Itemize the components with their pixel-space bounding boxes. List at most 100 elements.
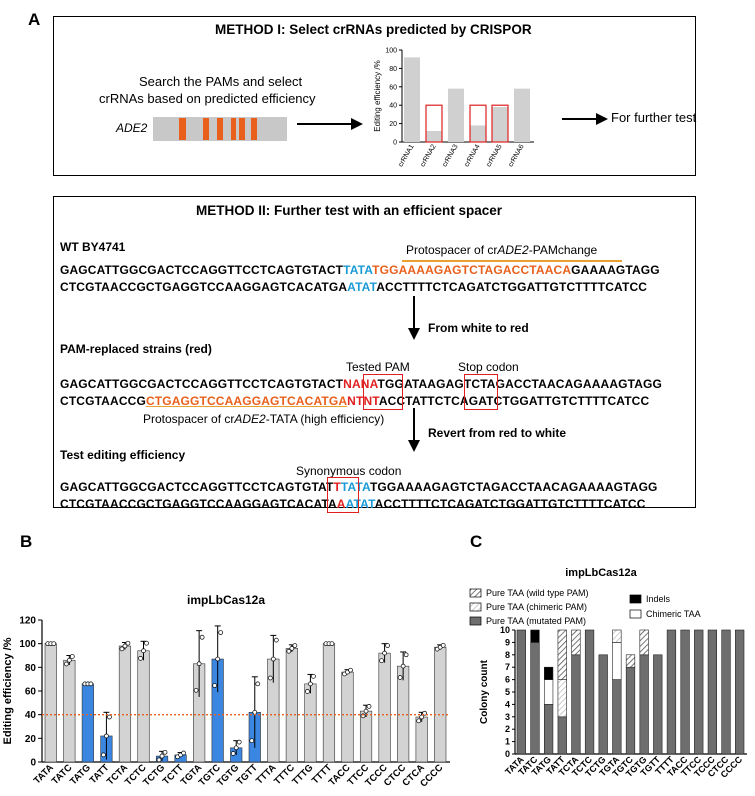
protospacer-tata-label: Protospacer of crADE2-TATA (high efficie… (143, 412, 385, 426)
further-test-label: For further test (611, 110, 697, 125)
arrow-to-mini-chart (297, 118, 363, 130)
synonymous-codon-box (327, 477, 359, 513)
panel-b-letter: B (20, 532, 33, 551)
chart-b-y-tick-label: 80 (25, 663, 37, 674)
mini-highlight-box (425, 104, 443, 143)
chart-b-y-tick-label: 60 (25, 687, 37, 698)
chart-c-bar-segment (543, 679, 554, 705)
protospacer-pamchange-label: Protospacer of crADE2-PAMchange (406, 243, 598, 257)
tested-pam-label: Tested PAM (346, 360, 410, 374)
chart-b-bar (359, 710, 373, 763)
revert-label: Revert from red to white (428, 426, 567, 440)
chart-c-legend-label: Pure TAA (chimeric PAM) (486, 602, 587, 612)
pam-replaced-top-strand: GAGCATTGGCGACTCCAGGTTCCTCAGTGTACTNANATGG… (60, 377, 663, 391)
chart-b-point (144, 640, 149, 646)
chart-b-point (308, 681, 313, 687)
chart-c-y-tick-label: 1 (505, 737, 510, 747)
chart-c-bar-segment (666, 629, 677, 755)
method2-title: METHOD II: Further test with an efficien… (196, 203, 503, 218)
chart-b-point (218, 630, 224, 635)
stop-codon-box (464, 374, 498, 410)
chart-c-y-tick-label: 8 (505, 650, 510, 660)
chart-b-point (329, 641, 335, 647)
chart-b-bar (304, 683, 317, 763)
mini-x-tick-label: crRNA6 (507, 143, 525, 168)
chart-b-point (270, 656, 276, 662)
chart-b-point (286, 648, 292, 654)
chart-b-point (255, 681, 261, 687)
arrow-red-to-white (408, 408, 420, 452)
chart-c-legend-swatch (629, 609, 642, 619)
search-text-line1: Search the PAMs and select (139, 74, 303, 89)
chart-b-x-tick-label: TGTT (235, 762, 260, 787)
wt-label: WT BY4741 (60, 240, 126, 254)
chart-c-legend-swatch (629, 594, 642, 604)
chart-b-point (119, 646, 125, 652)
chart-b-point (88, 681, 94, 687)
mini-bar (404, 57, 420, 142)
chart-b-point (230, 751, 236, 756)
pam-replaced-bottom-strand: CTCGTAACCGCTGAGGTCCAAGGAGTCACATGANTNTACC… (60, 394, 650, 408)
mini-bar (492, 107, 508, 142)
chart-b-bar (415, 716, 428, 763)
mini-x-tick-label: crRNA4 (463, 143, 481, 168)
chart-b-x-tick-label: TTTG (290, 762, 315, 787)
chart-b-point (66, 657, 72, 663)
chart-c-legend-swatch (469, 602, 482, 612)
method1-title: METHOD I: Select crRNAs predicted by CRI… (215, 22, 532, 37)
mini-highlight-box (491, 104, 509, 143)
chart-b-bar (322, 643, 336, 763)
test-editing-bottom-strand: CTCGTAACCGCTGAGGTCCAAGGAGTCACATAAATATACC… (60, 497, 646, 511)
chart-b-point (416, 718, 422, 724)
chart-c-y-tick-label: 3 (505, 712, 510, 722)
chart-b-bar (434, 646, 447, 763)
chart-c-legend-swatch (469, 588, 482, 598)
chart-b-point (141, 648, 146, 654)
chart-c-legend-swatch (469, 616, 482, 626)
chart-b-point (212, 683, 218, 688)
chart-c-y-tick-label: 2 (505, 724, 510, 734)
chart-b-point (104, 733, 109, 739)
chart-b-point (122, 643, 128, 649)
chart-b-point (305, 689, 310, 694)
mini-y-axis-label: Editing efficiency /% (373, 60, 382, 131)
chart-c-bar-segment (707, 629, 718, 755)
chart-c-bar-segment (584, 629, 595, 755)
chart-b-y-tick-label: 100 (19, 639, 36, 650)
chart-b-point (252, 709, 258, 715)
chart-c-bar-segment (639, 629, 649, 656)
panel-a-letter: A (28, 10, 41, 29)
chart-c-bar-segment (653, 654, 663, 755)
chart-b-bar (137, 650, 150, 763)
chart-b-point (348, 667, 353, 673)
chart-c-y-tick-label: 6 (505, 675, 510, 685)
chart-b-point (125, 640, 131, 646)
chart-b-point (403, 652, 409, 658)
chart-b-point (159, 753, 165, 759)
chart-b-point (63, 661, 69, 667)
chart-c-bar-segment (598, 654, 608, 755)
chart-c-legend-label: Pure TAA (mutated PAM) (486, 616, 586, 626)
chart-b-point (181, 750, 186, 756)
chart-b-point (292, 643, 298, 648)
chart-c-y-tick-label: 10 (500, 625, 510, 635)
chart-c-bar-segment (557, 679, 567, 718)
chart-c-bar-segment (625, 654, 636, 668)
mini-bar (470, 125, 486, 142)
mini-x-tick-label: crRNA2 (419, 143, 437, 168)
chart-b-point (107, 714, 112, 720)
mini-bar (514, 88, 530, 142)
chart-b-x-tick-label: TATG (68, 762, 93, 787)
chart-c-y-axis-label: Colony count (479, 659, 490, 724)
chart-b-point (51, 641, 57, 647)
mini-y-tick-label: 40 (389, 103, 397, 110)
chart-c-bar-segment (557, 716, 567, 755)
mini-y-tick-label: 80 (389, 66, 397, 73)
arrow-to-further-test (562, 113, 608, 125)
chart-c-bar-segment (543, 666, 554, 680)
chart-b-point (196, 661, 202, 667)
chart-b-point (101, 752, 106, 758)
mini-highlight-box (469, 104, 487, 143)
